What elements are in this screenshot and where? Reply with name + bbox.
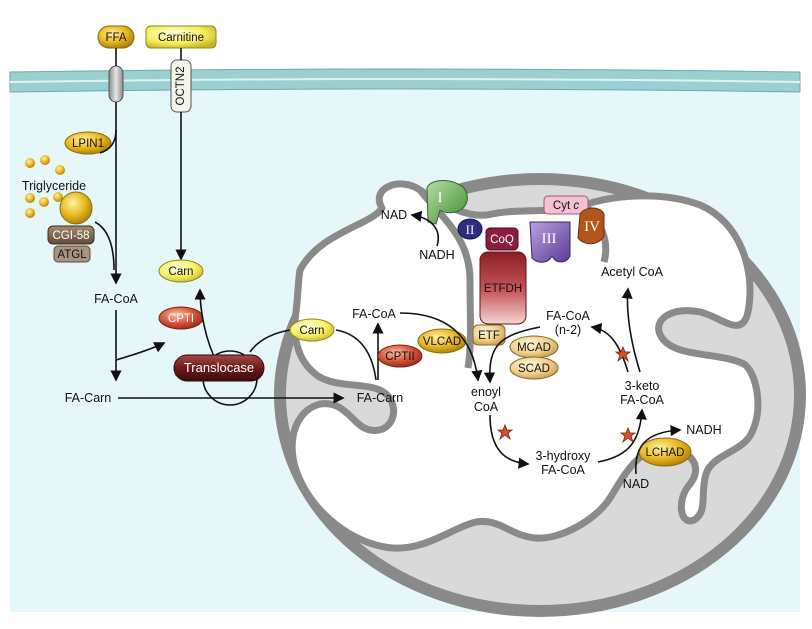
- lpin1-node: LPIN1: [64, 131, 112, 155]
- lipid-droplets: [25, 155, 93, 225]
- hydroxy-fa-coa-label-1: 3-hydroxy: [536, 449, 592, 463]
- mcad-label: MCAD: [517, 342, 551, 354]
- complex-iii-label: III: [542, 231, 557, 247]
- complex-iv-label: IV: [584, 219, 600, 235]
- coq-label: CoQ: [490, 234, 514, 246]
- cyt-c-label: Cyt c: [553, 200, 579, 212]
- fa-coa-n2-label-2: (n-2): [555, 323, 581, 337]
- lpin1-label: LPIN1: [72, 138, 104, 150]
- cgi58-node: CGI-58: [47, 225, 95, 245]
- complex-iii: III: [529, 221, 571, 263]
- vlcad-node: VLCAD: [417, 328, 467, 354]
- ffa-membrane-channel: [108, 65, 124, 103]
- lchad-node: LCHAD: [638, 437, 692, 467]
- complex-ii-label: II: [466, 222, 475, 237]
- star-icon: [614, 345, 632, 363]
- complex-i-label: I: [438, 190, 443, 206]
- scad-label: SCAD: [518, 363, 550, 375]
- fa-coa-matrix-label: FA-CoA: [352, 307, 396, 321]
- carn-cytosol-label: Carn: [169, 266, 194, 278]
- cell-membrane: [9, 68, 801, 93]
- etf-label: ETF: [478, 330, 500, 342]
- atgl-label: ATGL: [57, 249, 87, 261]
- octn2-transporter: OCTN2: [170, 59, 192, 113]
- star-icon: [496, 423, 514, 441]
- cyt-c-text: Cyt: [553, 200, 573, 212]
- cpt1-node: CPTI: [158, 306, 204, 330]
- carnitine-node: Carnitine: [145, 25, 217, 49]
- triglyceride-label: Triglyceride: [22, 179, 86, 193]
- acetyl-coa-label: Acetyl CoA: [601, 265, 663, 279]
- cyt-c-node: Cyt c: [543, 195, 589, 215]
- complex-i: I: [426, 180, 468, 225]
- deficiency-stars: [496, 345, 637, 444]
- enoyl-coa-label-2: CoA: [474, 400, 499, 414]
- cyt-c-italic: c: [573, 200, 579, 212]
- coq-node: CoQ: [485, 227, 519, 251]
- keto-fa-coa-label-1: 3-keto: [625, 379, 660, 393]
- nadh-top-label: NADH: [419, 248, 454, 262]
- mcad-node: MCAD: [509, 335, 559, 359]
- fa-coa-cytosol-label: FA-CoA: [94, 292, 138, 306]
- nad-bottom-label: NAD: [623, 477, 649, 491]
- ffa-label: FFA: [105, 32, 126, 44]
- ffa-node: FFA: [97, 25, 135, 49]
- scad-node: SCAD: [509, 356, 559, 380]
- complex-ii: II: [457, 218, 483, 240]
- carn-cytosol-node: Carn: [158, 259, 204, 283]
- translocase-label: Translocase: [184, 360, 254, 375]
- cpt2-node: CPTII: [377, 344, 423, 368]
- octn2-label: OCTN2: [175, 67, 187, 106]
- fa-carn-matrix-label: FA-Carn: [357, 391, 404, 405]
- etf-node: ETF: [472, 324, 506, 346]
- lchad-label: LCHAD: [646, 447, 685, 459]
- star-icon: [619, 426, 637, 444]
- hydroxy-fa-coa-label-2: FA-CoA: [541, 463, 585, 477]
- complex-iv: IV: [577, 207, 605, 245]
- vlcad-label: VLCAD: [423, 336, 461, 348]
- nadh-bottom-label: NADH: [686, 423, 721, 437]
- etfdh-node: ETFDH: [479, 251, 527, 325]
- translocase-node: Translocase: [173, 354, 265, 382]
- fa-carn-cytosol-label: FA-Carn: [65, 391, 112, 405]
- enoyl-coa-label-1: enoyl: [471, 385, 501, 399]
- cpt2-label: CPTII: [385, 351, 414, 363]
- nad-top-label: NAD: [381, 208, 407, 222]
- cpt1-label: CPTI: [168, 313, 194, 325]
- atgl-node: ATGL: [53, 245, 91, 263]
- carn-matrix-label: Carn: [300, 325, 325, 337]
- carnitine-label: Carnitine: [158, 32, 204, 44]
- cgi58-label: CGI-58: [52, 230, 89, 242]
- carn-matrix-node: Carn: [289, 318, 335, 342]
- fa-coa-n2-label-1: FA-CoA: [546, 309, 590, 323]
- keto-fa-coa-label-2: FA-CoA: [620, 393, 664, 407]
- etfdh-label: ETFDH: [484, 283, 522, 295]
